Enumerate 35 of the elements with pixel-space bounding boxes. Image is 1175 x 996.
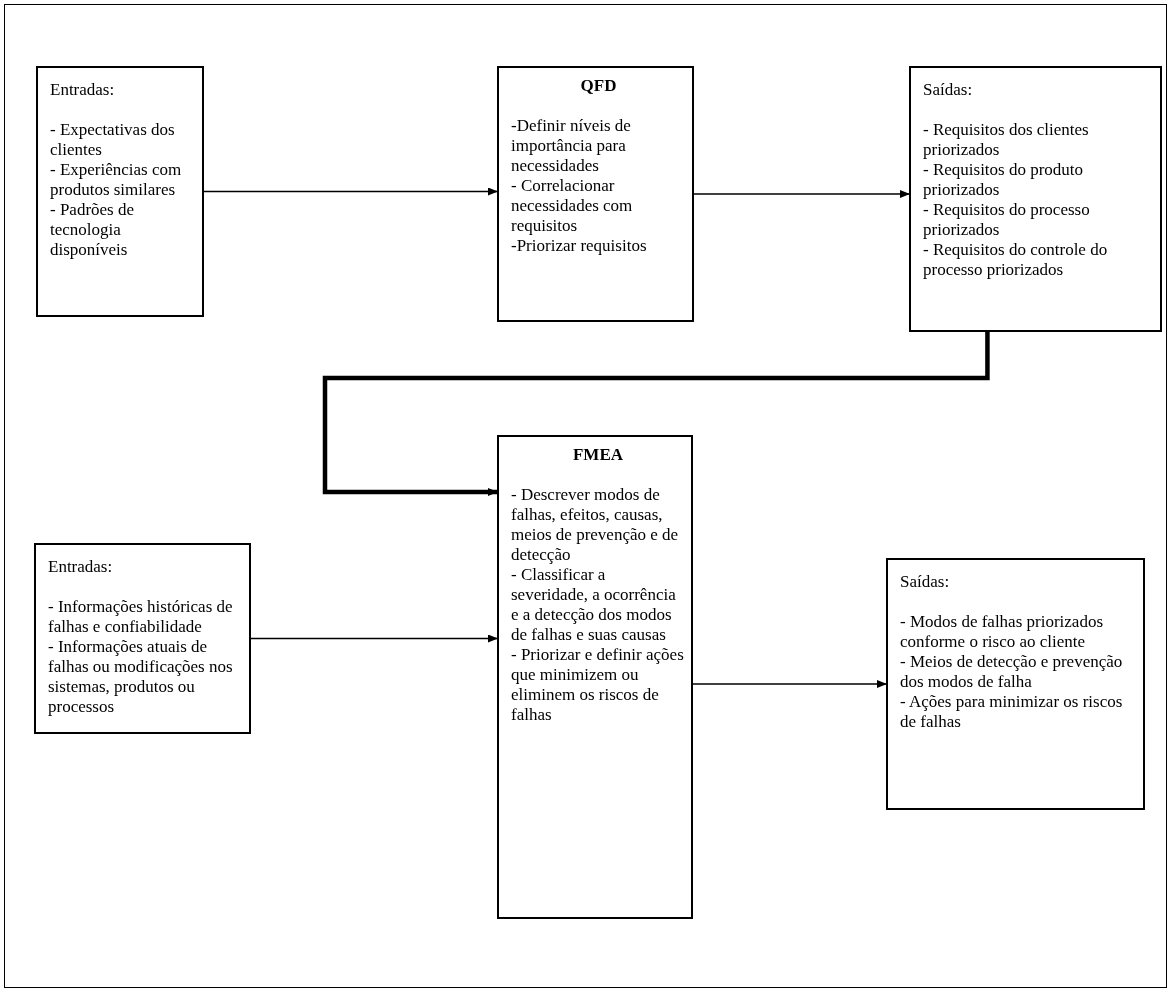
list-item: - Requisitos do produto priorizados xyxy=(923,160,1085,200)
process-box xyxy=(497,435,693,919)
list-item: - Modos de falhas priorizados conforme o risco ao cliente xyxy=(900,612,1104,652)
list-item: - Experiências com produtos similares xyxy=(50,160,183,200)
process-box xyxy=(497,66,694,322)
list-item: - Informações históricas de falhas e confiabilidade xyxy=(48,597,234,637)
list-item: - Informações atuais de falhas ou modificações nos sistemas, produtos ou processos xyxy=(48,637,234,717)
list-item: - Classificar a severidade, a ocorrência e a detecção dos modos de falhas e suas causas xyxy=(511,565,677,645)
arrow xyxy=(692,680,887,688)
list-item: -Definir níveis de importância para necessidades xyxy=(511,116,632,176)
arrow xyxy=(203,187,498,196)
list-item: - Priorizar e definir ações que minimizem ou eliminem os riscos de falhas xyxy=(511,645,685,725)
box-title: QFD xyxy=(579,76,618,96)
arrow xyxy=(250,634,498,643)
arrow xyxy=(693,190,910,198)
box-heading: Saídas: xyxy=(900,572,951,592)
box-title: FMEA xyxy=(571,445,624,465)
list-item: - Padrões de tecnologia disponíveis xyxy=(50,200,136,260)
process-box xyxy=(36,66,204,317)
list-item: - Expectativas dos clientes xyxy=(50,120,176,160)
list-item: - Requisitos dos clientes priorizados xyxy=(923,120,1090,160)
list-item: - Meios de detecção e prevenção dos modos de falha xyxy=(900,652,1124,692)
list-item: - Ações para minimizar os riscos de falhas xyxy=(900,692,1124,732)
box-heading: Entradas: xyxy=(50,80,116,100)
arrow xyxy=(322,332,990,496)
box-heading: Saídas: xyxy=(923,80,974,100)
process-box xyxy=(886,558,1145,810)
process-box xyxy=(909,66,1162,332)
list-item: - Requisitos do controle do processo priorizados xyxy=(923,240,1109,280)
list-item: - Descrever modos de falhas, efeitos, causas, meios de prevenção e de detecção xyxy=(511,485,680,565)
list-item: - Correlacionar necessidades com requisitos xyxy=(511,176,634,236)
box-heading: Entradas: xyxy=(48,557,114,577)
list-item: -Priorizar requisitos xyxy=(511,236,648,256)
list-item: - Requisitos do processo priorizados xyxy=(923,200,1091,240)
process-box xyxy=(34,543,251,734)
